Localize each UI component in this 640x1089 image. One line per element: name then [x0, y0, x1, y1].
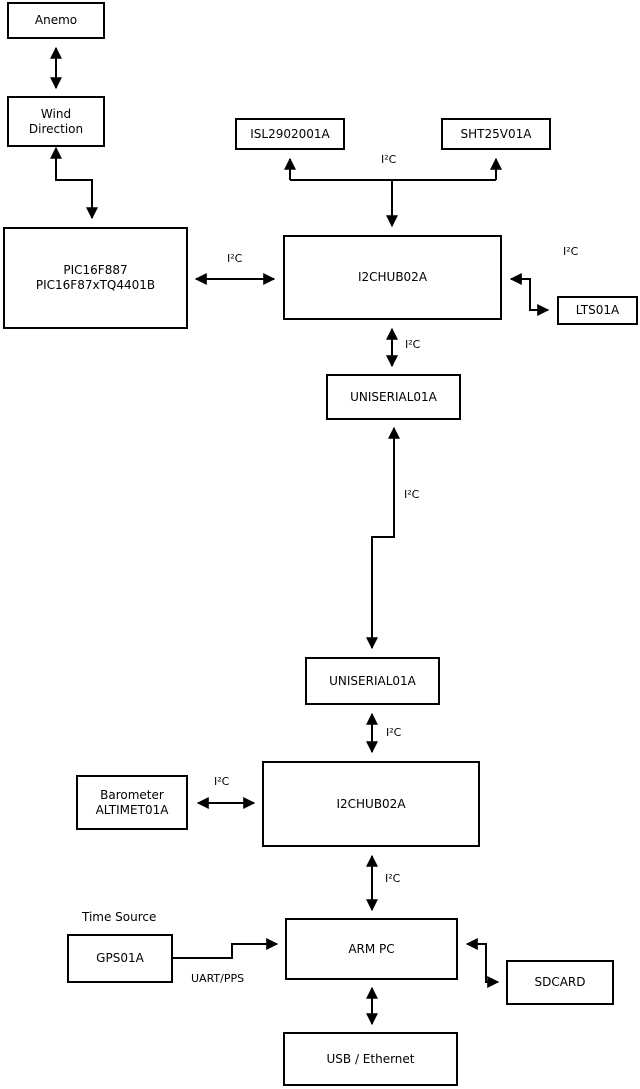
node-uniserial01a-top[interactable]: UNISERIAL01A — [326, 374, 461, 420]
node-isl2902001a[interactable]: ISL2902001A — [235, 118, 345, 150]
node-usb-ethernet[interactable]: USB / Ethernet — [283, 1032, 458, 1086]
node-i2chub02a-top[interactable]: I2CHUB02A — [283, 235, 502, 320]
connector-hubtop-lts — [509, 273, 550, 316]
node-barometer-altimet01a-label: Barometer ALTIMET01A — [95, 787, 169, 817]
label-time-source: Time Source — [82, 910, 157, 924]
edge-label-i2c-sensor-bus: I²C — [381, 153, 397, 166]
node-arm-pc-label: ARM PC — [348, 941, 395, 956]
node-uniserial01a-top-label: UNISERIAL01A — [350, 389, 437, 404]
node-wind-direction-label: Wind Direction — [28, 106, 84, 136]
connector-gps-armpc — [173, 938, 279, 959]
node-gps01a-label: GPS01A — [96, 951, 144, 965]
node-isl2902001a-label: ISL2902001A — [250, 126, 330, 141]
edge-label-i2c-pic-hub: I²C — [227, 252, 243, 265]
node-usb-ethernet-label: USB / Ethernet — [326, 1051, 415, 1066]
node-arm-pc[interactable]: ARM PC — [285, 918, 458, 980]
node-sdcard[interactable]: SDCARD — [506, 960, 614, 1005]
node-gps01a[interactable]: GPS01A — [67, 934, 173, 983]
edge-label-i2c-hub-lts: I²C — [563, 245, 579, 258]
node-uniserial01a-bottom-label: UNISERIAL01A — [329, 673, 416, 688]
edge-label-i2c-uniserial-link: I²C — [404, 488, 420, 501]
node-pic-mcu-label: PIC16F887 PIC16F87xTQ4401B — [35, 263, 156, 292]
node-lts01a[interactable]: LTS01A — [557, 296, 638, 325]
node-lts01a-label: LTS01A — [575, 303, 620, 317]
node-anemo[interactable]: Anemo — [7, 2, 105, 39]
node-barometer-altimet01a[interactable]: Barometer ALTIMET01A — [76, 775, 188, 830]
node-sht25v01a-label: SHT25V01A — [460, 126, 532, 141]
node-i2chub02a-bottom-label: I2CHUB02A — [336, 796, 406, 811]
node-sdcard-label: SDCARD — [534, 975, 586, 989]
node-sht25v01a[interactable]: SHT25V01A — [441, 118, 551, 150]
node-wind-direction[interactable]: Wind Direction — [7, 96, 105, 147]
connector-armpc-sdcard — [465, 938, 500, 988]
node-i2chub02a-top-label: I2CHUB02A — [357, 270, 428, 284]
edge-label-i2c-barometer-hub: I²C — [214, 775, 230, 788]
node-anemo-label: Anemo — [34, 13, 78, 27]
node-pic-mcu[interactable]: PIC16F887 PIC16F87xTQ4401B — [3, 227, 188, 329]
edge-label-uart-pps: UART/PPS — [191, 972, 245, 985]
node-uniserial01a-bottom[interactable]: UNISERIAL01A — [305, 657, 440, 705]
connector-uniserial-link — [366, 426, 400, 650]
edge-label-i2c-hub-uniserial: I²C — [405, 338, 421, 351]
connector-wind-pic — [50, 146, 98, 220]
node-i2chub02a-bottom[interactable]: I2CHUB02A — [262, 761, 480, 847]
edge-label-i2c-uniserial-hub: I²C — [386, 726, 402, 739]
edge-label-i2c-hub-armpc: I²C — [385, 872, 401, 885]
